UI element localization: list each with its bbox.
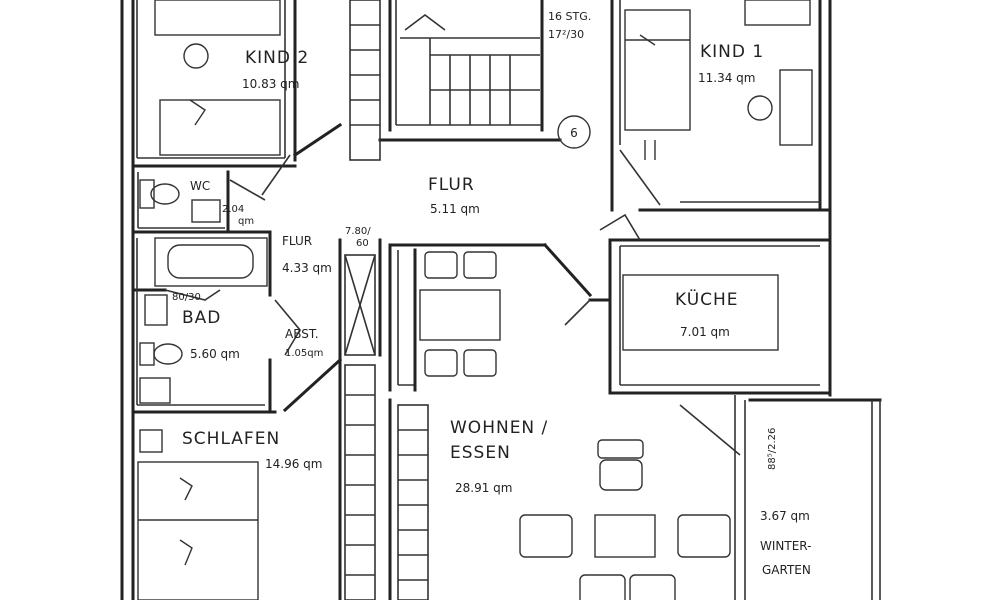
room-name-kind1: KIND 1 [700, 42, 764, 62]
wc-fixtures [139, 179, 221, 223]
bad-fixtures [139, 294, 183, 404]
room-name-kueche: KÜCHE [675, 288, 739, 310]
stairs-count: 16 STG. [548, 10, 591, 23]
room-area-wintergarten: 3.67 qm [760, 509, 810, 523]
room-name-wc: WC [190, 179, 210, 193]
window-dimension-wintergarten: 88⁵/2.26 [767, 428, 778, 470]
bed-kind2 [154, 0, 281, 156]
room-name-kind2: KIND 2 [245, 48, 309, 68]
abst-shelf [344, 254, 376, 356]
room-name-wohnen-line1: WOHNEN / [450, 418, 548, 438]
room-name-wohnen-line2: ESSEN [450, 443, 511, 463]
room-name-flur-small: FLUR [282, 234, 312, 248]
kitchen-counter [622, 274, 779, 351]
living-furniture [519, 439, 731, 600]
dining-table [419, 251, 501, 377]
room-name-flur-main: FLUR [428, 175, 475, 195]
door-dimension-abst-line1: 7.80/ [345, 226, 371, 237]
room-name-wintergarten-line1: WINTER- [760, 539, 811, 553]
room-area-kueche: 7.01 qm [680, 325, 730, 339]
room-name-bad: BAD [182, 308, 221, 328]
room-area-kind2: 10.83 qm [242, 77, 299, 91]
room-name-schlafen: SCHLAFEN [182, 429, 280, 449]
room-area-schlafen: 14.96 qm [265, 457, 322, 471]
bed-kind1 [624, 0, 813, 160]
door-dimension-abst-line2: 60 [356, 238, 369, 249]
staircase-bottom [344, 364, 429, 600]
door-swings [164, 149, 741, 456]
room-name-wintergarten-line2: GARTEN [762, 563, 811, 577]
room-area-bad: 5.60 qm [190, 347, 240, 361]
interior-walls [131, 0, 882, 600]
circle-marker: 6 [557, 115, 591, 149]
room-area-wohnen: 28.91 qm [455, 481, 512, 495]
door-dimension-bad: 80/30 [172, 292, 201, 303]
bed-schlafen [137, 429, 259, 600]
outer-walls [120, 0, 832, 600]
bathtub [154, 237, 268, 287]
room-area-abst: 1.05qm [285, 348, 323, 359]
room-name-abst: ABST. [285, 327, 319, 341]
svg-text:6: 6 [570, 126, 578, 140]
room-area-kind1: 11.34 qm [698, 71, 755, 85]
staircase-top [349, 0, 540, 161]
room-area-flur-small: 4.33 qm [282, 261, 332, 275]
room-area-unit-wc: qm [238, 216, 254, 227]
room-area-flur-main: 5.11 qm [430, 202, 480, 216]
room-area-wc: 2.04 [222, 204, 244, 215]
stairs-dimension: 17²/30 [548, 28, 584, 41]
